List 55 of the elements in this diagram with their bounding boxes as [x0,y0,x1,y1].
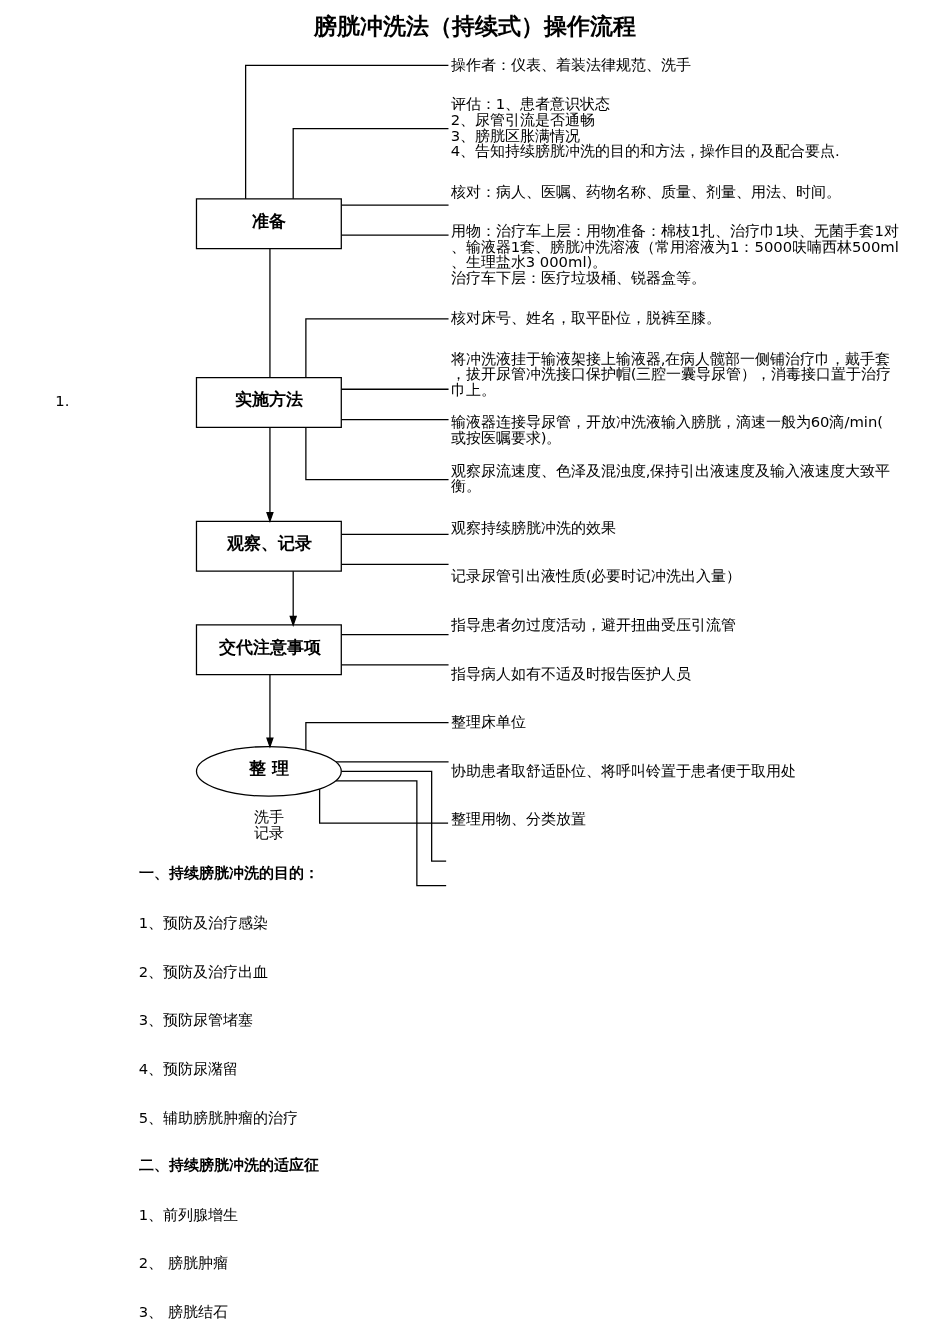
node-box: 准备 [195,198,342,250]
connector [341,419,450,421]
node-text: 指导病人如有不适及时报告医护人员 [450,664,691,682]
label: 2、 膀胱肿瘤 [138,1254,228,1272]
arrow [266,674,274,749]
node-text: 整理用物、分类放置 [450,810,586,828]
connector [341,388,450,390]
label: 1. [55,392,70,410]
connector [245,64,450,200]
connector [341,770,447,862]
node-text: 整理床单位 [450,713,526,731]
node-text: 输液器连接导尿管，开放冲洗液输入膀胱，滴速一般为60滴/min(或按医嘱要求)。 [450,412,884,446]
node-label: 记录 [253,824,284,842]
connector [305,427,450,481]
node-text: 观察尿流速度、色泽及混浊度,保持引出液速度及输入液速度大致平衡。 [450,461,891,495]
node-text: 观察持续膀胱冲洗的效果 [450,518,616,536]
connector [341,204,450,206]
label: 1、预防及治疗感染 [138,914,269,932]
node-text: 核对：病人、医嘱、药物名称、质量、剂量、用法、时间。 [450,182,841,200]
arrow [266,426,274,523]
connector [341,634,450,636]
label: 4、预防尿潴留 [138,1059,239,1077]
node-text: 指导患者勿过度活动，避开扭曲受压引流管 [450,615,736,633]
label: 3、 膀胱结石 [138,1302,228,1320]
connector [305,318,450,379]
connector [341,664,450,666]
connector [335,780,447,887]
node-ellipse: 整 理 [195,745,342,797]
connector [335,761,450,763]
label: 1、前列腺增生 [138,1205,239,1223]
node-box: 交代注意事项 [195,624,342,676]
label: 一、持续膀胱冲洗的目的： [138,864,319,882]
connector [341,234,450,236]
label: 3、预防尿管堵塞 [138,1011,254,1029]
node-box: 实施方法 [195,377,342,428]
label: 二、持续膀胱冲洗的适应征 [138,1156,319,1174]
connector [319,788,449,824]
connector [341,533,450,535]
diagram-title: 膀胱冲洗法（持续式）操作流程 [313,12,636,40]
connector [341,563,450,566]
node-text: 用物：治疗车上层：用物准备：棉枝1扎、治疗巾1块、无菌手套1对、输液器1套、膀胱冲洗溶液（常用溶液为1：5000呋喃西林500ml、生理盐水3 000ml)。 治疗车下层：医疗垃圾桶、锐器盒等。 [450,221,899,287]
arrow [289,570,298,627]
node-text: 核对床号、姓名，取平卧位，脱裤至膝。 [450,309,721,327]
connector [292,128,450,200]
label: 2、预防及治疗出血 [138,962,269,980]
node-label: 洗手 [253,808,284,826]
connector [269,248,271,378]
node-text: 评估：1、患者意识状态 2、尿管引流是否通畅 3、膀胱区胀满情况 4、告知持续膀胱冲洗的目的和方法，操作目的及配合要点. [450,94,840,160]
node-text: 操作者：仪表、着装法律规范、洗手 [450,55,691,73]
label: 5、辅助膀胱肿瘤的治疗 [138,1108,299,1126]
connector [305,722,450,751]
node-text: 记录尿管引出液性质(必要时记冲洗出入量） [450,567,742,585]
node-box: 观察、记录 [195,520,342,572]
node-text: 协助患者取舒适卧位、将呼叫铃置于患者便于取用处 [450,761,796,779]
node-text: 将冲洗液挂于输液架接上输液器,在病人髋部一侧铺治疗巾，戴手套，拔开尿管冲洗接口保护帽(三腔一囊导尿管），消毒接口置于治疗巾上。 [450,349,892,399]
